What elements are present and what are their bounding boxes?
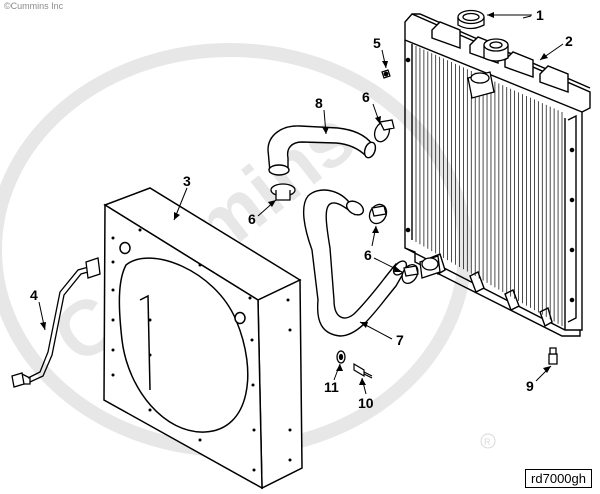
callout-3: 3 [183,173,191,189]
callout-1: 1 [536,7,544,23]
registered-mark: R [480,433,496,449]
radiator-outlet-neck [419,255,441,279]
callout-7: 7 [396,332,404,348]
hose-clamp-upper-left [270,183,296,201]
fan-shroud-holes [111,228,292,472]
callout-6-upper-left: 6 [248,211,256,227]
hose-clamp-upper-right [373,119,395,143]
hose-clamp-lower-lower [401,264,419,284]
drawing-reference: rd7000gh [525,469,592,488]
svg-text:R: R [484,437,491,447]
leader-arrowheads [40,12,551,385]
cap-screw [353,362,373,379]
radiator-inlet-neck [467,71,495,99]
callout-8: 8 [315,95,323,111]
radiator-core-fins [415,46,563,326]
copyright-notice: ©Cummins Inc [4,1,64,11]
radiator-plug [381,69,391,79]
callout-11: 11 [324,379,339,395]
callout-2: 2 [565,33,573,49]
washer [336,350,346,364]
callout-6-upper-right: 6 [362,89,370,105]
overflow-tube [11,257,101,388]
hose-clamp-lower-upper [368,203,388,225]
drain-cock [548,347,558,365]
lower-radiator-hose [302,189,408,337]
callout-4: 4 [30,287,38,303]
callout-5: 5 [373,35,381,51]
fan-shroud [103,187,303,490]
callout-9: 9 [526,378,534,394]
upper-radiator-hose [267,125,377,176]
callout-10: 10 [358,395,374,411]
radiator-filler-neck [483,38,509,62]
callout-6-lower-left: 6 [364,247,372,263]
radiator-pressure-cap [457,9,485,30]
